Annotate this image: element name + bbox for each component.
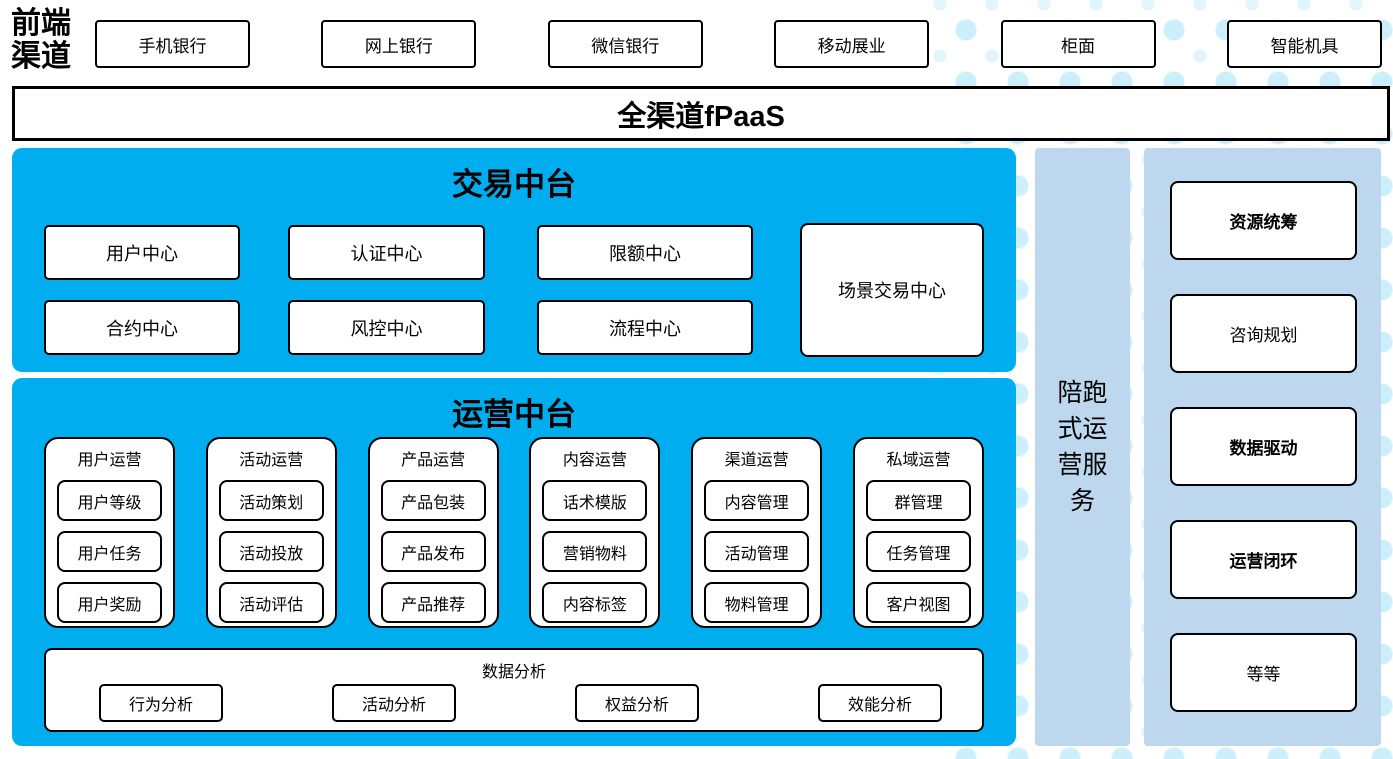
center-box-auth: 认证中心 (288, 225, 485, 280)
sub-box: 产品包装 (380, 480, 486, 521)
column-title: 用户运营 (77, 452, 142, 469)
channel-box-wechat-banking: 微信银行 (547, 20, 703, 68)
channel-box-counter: 柜面 (1000, 20, 1156, 68)
column-user-operation: 用户运营 用户等级 用户任务 用户奖励 (44, 437, 175, 628)
sub-box: 客户视图 (865, 582, 971, 623)
column-title: 内容运营 (562, 452, 627, 469)
service-items-panel: 资源统筹 咨询规划 数据驱动 运营闭环 等等 (1144, 148, 1381, 746)
channel-box-online-banking: 网上银行 (321, 20, 477, 68)
column-title: 活动运营 (239, 452, 304, 469)
sub-box: 活动策划 (218, 480, 324, 521)
column-title: 私域运营 (886, 452, 951, 469)
channel-box-mobile-sales: 移动展业 (774, 20, 930, 68)
sub-box: 内容标签 (542, 582, 648, 623)
sub-box: 任务管理 (865, 531, 971, 572)
channel-box-mobile-banking: 手机银行 (95, 20, 250, 68)
data-analysis-container: 数据分析 行为分析 活动分析 权益分析 效能分析 (44, 648, 984, 732)
sub-box: 用户奖励 (57, 582, 162, 623)
service-box-consulting: 咨询规划 (1170, 294, 1357, 373)
transaction-platform-title: 交易中台 (452, 167, 576, 203)
sub-box: 用户等级 (57, 480, 162, 521)
sub-box: 产品推荐 (380, 582, 486, 623)
column-channel-operation: 渠道运营 内容管理 活动管理 物料管理 (691, 437, 823, 628)
service-box-etc: 等等 (1170, 633, 1357, 712)
front-channels-row: 手机银行 网上银行 微信银行 移动展业 柜面 智能机具 (95, 20, 1382, 68)
analysis-box-activity: 活动分析 (332, 684, 456, 722)
sub-box: 内容管理 (704, 480, 810, 521)
channel-box-smart-devices: 智能机具 (1226, 20, 1382, 68)
accompany-service-label: 陪跑式运营服务 (1057, 379, 1108, 515)
sub-box: 物料管理 (704, 582, 810, 623)
sub-box: 活动评估 (218, 582, 324, 623)
sub-box: 活动投放 (218, 531, 324, 572)
column-title: 渠道运营 (724, 452, 789, 469)
analysis-box-efficiency: 效能分析 (818, 684, 942, 722)
service-box-operation-loop: 运营闭环 (1170, 520, 1357, 599)
sub-box: 话术模版 (542, 480, 648, 521)
transaction-platform-panel: 交易中台 用户中心 认证中心 限额中心 合约中心 风控中心 流程中心 场景交易中… (12, 148, 1016, 372)
sub-box: 活动管理 (704, 531, 810, 572)
column-activity-operation: 活动运营 活动策划 活动投放 活动评估 (205, 437, 337, 628)
column-product-operation: 产品运营 产品包装 产品发布 产品推荐 (367, 437, 499, 628)
column-private-domain-operation: 私域运营 群管理 任务管理 客户视图 (852, 437, 984, 628)
accompany-operation-service-bar: 陪跑式运营服务 (1035, 148, 1130, 746)
front-channels-label: 前端渠道 (11, 6, 71, 74)
center-box-scenario-transaction: 场景交易中心 (800, 223, 984, 357)
column-title: 产品运营 (401, 452, 466, 469)
center-box-process: 流程中心 (537, 300, 753, 355)
operation-columns-row: 用户运营 用户等级 用户任务 用户奖励 活动运营 活动策划 活动投放 活动评估 … (44, 437, 984, 628)
data-analysis-title: 数据分析 (481, 664, 546, 681)
column-content-operation: 内容运营 话术模版 营销物料 内容标签 (529, 437, 661, 628)
sub-box: 营销物料 (542, 531, 648, 572)
center-box-limit: 限额中心 (537, 225, 753, 280)
operation-platform-title: 运营中台 (452, 397, 576, 433)
sub-box: 产品发布 (380, 531, 486, 572)
service-box-data-driven: 数据驱动 (1170, 407, 1357, 486)
sub-box: 用户任务 (57, 531, 162, 572)
operation-platform-panel: 运营中台 用户运营 用户等级 用户任务 用户奖励 活动运营 活动策划 活动投放 … (12, 378, 1016, 746)
sub-box: 群管理 (865, 480, 971, 521)
center-box-risk: 风控中心 (288, 300, 485, 355)
center-box-contract: 合约中心 (44, 300, 240, 355)
service-box-resource-planning: 资源统筹 (1170, 181, 1357, 260)
analysis-box-benefit: 权益分析 (575, 684, 699, 722)
center-box-user: 用户中心 (44, 225, 240, 280)
omnichannel-fpaas-bar: 全渠道fPaaS (12, 86, 1390, 141)
analysis-box-behavior: 行为分析 (99, 684, 223, 722)
